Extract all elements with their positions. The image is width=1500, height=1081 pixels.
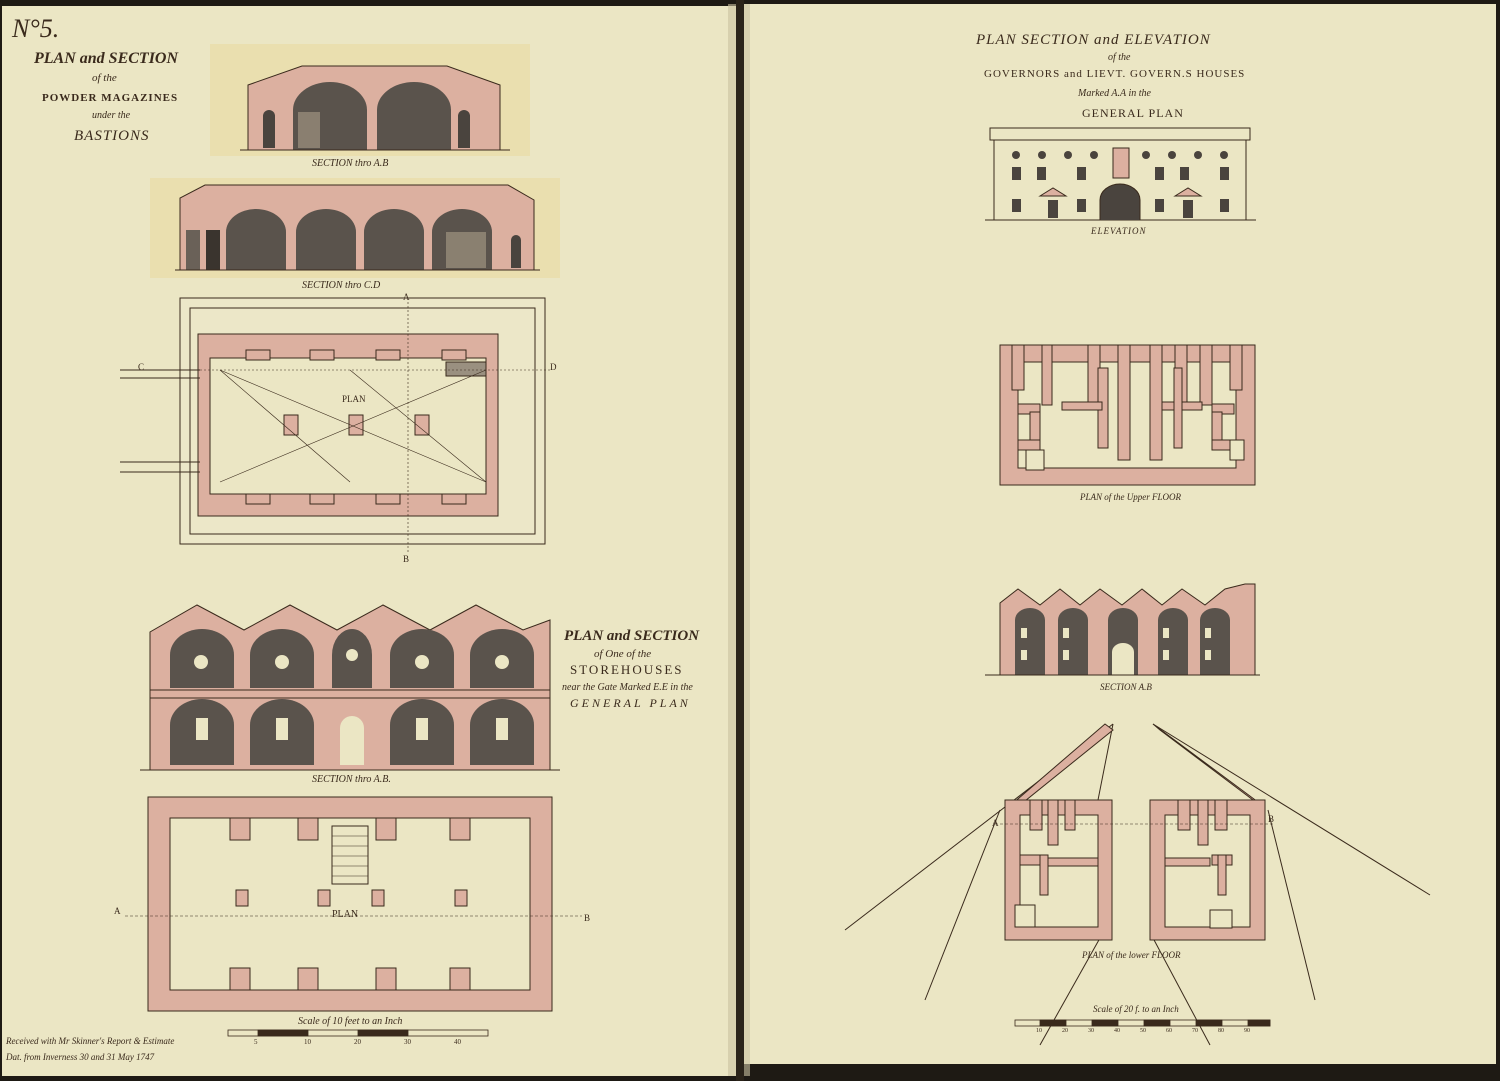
- section-cd-label: SECTION thro C.D: [302, 280, 381, 291]
- marker-d: D: [550, 362, 557, 372]
- right-scale-bar: [1014, 1019, 1271, 1027]
- left-scale-tick: 30: [404, 1038, 411, 1046]
- governors-marked: Marked A.A in the: [1078, 88, 1151, 99]
- magazine-section-ab: [210, 44, 530, 156]
- right-marker-a: A: [992, 818, 999, 828]
- lower-floor-plan: [844, 723, 1431, 1046]
- left-scale-tick: 5: [254, 1038, 258, 1046]
- section-ab-label: SECTION thro A.B: [312, 158, 389, 169]
- right-scale-tick: 80: [1218, 1028, 1224, 1034]
- storehouse-section: [140, 604, 560, 771]
- left-scale-bar: [227, 1029, 489, 1037]
- right-scale-tick: 20: [1062, 1028, 1068, 1034]
- governors-general-plan: GENERAL PLAN: [1082, 106, 1184, 120]
- magazine-subtitle: POWDER MAGAZINES: [42, 92, 179, 104]
- right-scale-tick: 70: [1192, 1028, 1198, 1034]
- right-scale-tick: 60: [1166, 1028, 1172, 1034]
- upper-plan-label: PLAN of the Upper FLOOR: [1080, 492, 1181, 502]
- storehouse-general-plan: GENERAL PLAN: [570, 696, 691, 710]
- marker-a: A: [403, 292, 410, 302]
- sheet-number: N°5.: [12, 14, 60, 43]
- storehouse-plan: [125, 796, 582, 1012]
- storehouse-marker-a: A: [114, 906, 121, 916]
- section-label: SECTION A.B: [1100, 682, 1152, 692]
- governors-subtitle: GOVERNORS and LIEVT. GOVERN.S HOUSES: [984, 68, 1246, 80]
- left-scale-tick: 20: [354, 1038, 361, 1046]
- right-marker-b: B: [1268, 814, 1275, 824]
- governors-elevation: [985, 127, 1256, 221]
- magazine-title-bastions: BASTIONS: [74, 128, 150, 144]
- magazine-title-under: under the: [92, 110, 131, 121]
- left-scale-label: Scale of 10 feet to an Inch: [298, 1016, 403, 1027]
- right-scale-label: Scale of 20 f. to an Inch: [1093, 1004, 1179, 1014]
- lower-plan-label: PLAN of the lower FLOOR: [1082, 950, 1181, 960]
- storehouse-title-of: of One of the: [594, 648, 652, 660]
- upper-floor-plan: [999, 344, 1256, 486]
- marker-b: B: [403, 554, 410, 564]
- governors-title-of: of the: [1108, 52, 1131, 63]
- storehouse-subtitle: STOREHOUSES: [570, 662, 684, 677]
- storehouse-section-label: SECTION thro A.B.: [312, 774, 391, 785]
- right-scale-tick: 40: [1114, 1028, 1120, 1034]
- provenance-note-1: Received with Mr Skinner's Report & Esti…: [6, 1036, 175, 1046]
- elevation-label: ELEVATION: [1091, 226, 1147, 236]
- magazine-section-cd: [150, 178, 560, 278]
- governors-title: PLAN SECTION and ELEVATION: [976, 32, 1211, 48]
- right-scale-tick: 90: [1244, 1028, 1250, 1034]
- marker-c: C: [138, 362, 145, 372]
- storehouse-marker-b: B: [584, 913, 591, 923]
- storehouse-title: PLAN and SECTION: [564, 628, 700, 644]
- right-scale-tick: 50: [1140, 1028, 1146, 1034]
- magazine-title-of: of the: [92, 72, 117, 84]
- right-scale-tick: 10: [1036, 1028, 1042, 1034]
- left-scale-tick: 10: [304, 1038, 311, 1046]
- left-scale-tick: 40: [454, 1038, 461, 1046]
- governors-section: [985, 583, 1260, 676]
- magazine-plan: [120, 297, 552, 552]
- provenance-note-2: Dat. from Inverness 30 and 31 May 1747: [6, 1052, 155, 1062]
- right-scale-tick: 30: [1088, 1028, 1094, 1034]
- magazine-plan-label: PLAN: [342, 394, 366, 404]
- storehouse-plan-label: PLAN: [332, 909, 359, 920]
- magazine-title: PLAN and SECTION: [34, 50, 179, 67]
- storehouse-note: near the Gate Marked E.E in the: [562, 682, 693, 693]
